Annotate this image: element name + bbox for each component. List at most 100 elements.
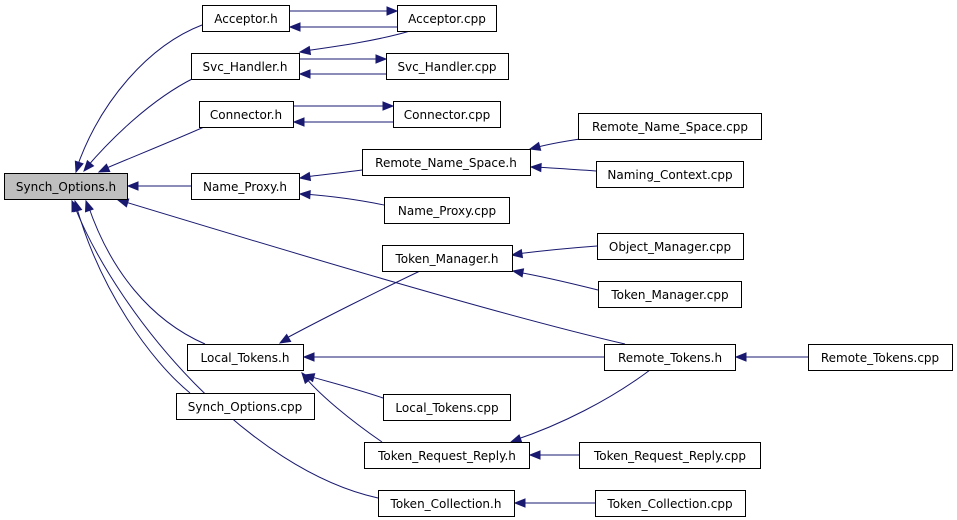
edge-remote-tokens-h-to-token-request-reply-h bbox=[509, 369, 651, 444]
node-connector-cpp[interactable]: Connector.cpp bbox=[393, 101, 501, 128]
edge-line bbox=[516, 271, 599, 291]
nodes-layer: Synch_Options.h Acceptor.h Acceptor.cpp … bbox=[4, 5, 953, 517]
node-remote-tokens-cpp[interactable]: Remote_Tokens.cpp bbox=[808, 344, 953, 371]
edge-token-manager-h-to-local-tokens-h bbox=[278, 270, 421, 344]
edge-line bbox=[75, 204, 191, 394]
node-label: Remote_Name_Space.cpp bbox=[592, 120, 748, 134]
edge-arrowhead bbox=[302, 352, 315, 362]
edge-arrowhead bbox=[510, 248, 524, 259]
node-token-request-reply-cpp[interactable]: Token_Request_Reply.cpp bbox=[579, 442, 761, 469]
node-token-manager-h[interactable]: Token_Manager.h bbox=[382, 245, 513, 272]
node-svc-handler-h[interactable]: Svc_Handler.h bbox=[191, 53, 300, 80]
edge-arrowhead bbox=[382, 101, 395, 111]
node-object-manager-cpp[interactable]: Object_Manager.cpp bbox=[597, 233, 744, 260]
node-label: Token_Manager.cpp bbox=[610, 288, 728, 302]
edge-arrowhead bbox=[509, 434, 523, 444]
node-label: Remote_Name_Space.h bbox=[375, 156, 517, 170]
edge-acceptor-cpp-to-svc-handler-h bbox=[298, 30, 411, 56]
edge-token-request-reply-cpp-to-token-request-reply-h bbox=[528, 450, 579, 460]
edge-arrowhead bbox=[513, 498, 526, 508]
node-name-proxy-cpp[interactable]: Name_Proxy.cpp bbox=[384, 197, 510, 224]
node-token-collection-h[interactable]: Token_Collection.h bbox=[378, 490, 515, 517]
node-remote-name-space-h[interactable]: Remote_Name_Space.h bbox=[362, 149, 531, 176]
edge-arrowhead bbox=[301, 371, 313, 385]
edge-line bbox=[73, 204, 379, 499]
node-label: Token_Request_Reply.h bbox=[377, 449, 516, 463]
node-token-collection-cpp[interactable]: Token_Collection.cpp bbox=[595, 490, 746, 517]
node-label: Svc_Handler.h bbox=[203, 60, 288, 74]
edge-svc-handler-h-to-svc-handler-cpp bbox=[299, 54, 388, 64]
edge-arrowhead bbox=[83, 159, 95, 173]
node-label: Synch_Options.cpp bbox=[188, 400, 302, 414]
edge-local-tokens-cpp-to-local-tokens-h bbox=[302, 373, 384, 399]
node-naming-context-cpp[interactable]: Naming_Context.cpp bbox=[596, 161, 744, 188]
node-synch-options-h[interactable]: Synch_Options.h bbox=[4, 173, 128, 200]
edge-arrowhead bbox=[74, 160, 84, 174]
node-label: Remote_Tokens.h bbox=[618, 351, 722, 365]
edge-local-tokens-h-to-synch-options-h bbox=[84, 199, 206, 345]
edge-line bbox=[101, 126, 205, 171]
edge-line bbox=[87, 204, 206, 345]
node-label: Name_Proxy.cpp bbox=[398, 204, 496, 218]
node-token-manager-cpp[interactable]: Token_Manager.cpp bbox=[598, 281, 742, 308]
edge-arrowhead bbox=[734, 352, 747, 362]
node-label: Token_Collection.cpp bbox=[606, 497, 732, 511]
node-name-proxy-h[interactable]: Name_Proxy.h bbox=[191, 173, 300, 200]
edge-arrowhead bbox=[298, 69, 311, 79]
edge-line bbox=[533, 138, 581, 149]
edge-synch-options-cpp-to-synch-options-h bbox=[73, 199, 191, 394]
edge-naming-context-cpp-to-remote-name-space-h bbox=[529, 162, 597, 173]
edge-line bbox=[307, 375, 384, 399]
node-label: Remote_Tokens.cpp bbox=[821, 351, 939, 365]
node-label: Acceptor.h bbox=[214, 12, 278, 26]
edge-arrowhead bbox=[278, 333, 292, 344]
node-label: Synch_Options.h bbox=[16, 180, 116, 194]
edge-line bbox=[304, 376, 383, 443]
node-acceptor-cpp[interactable]: Acceptor.cpp bbox=[397, 5, 497, 32]
edge-connector-cpp-to-connector-h bbox=[292, 117, 393, 127]
edge-arrowhead bbox=[386, 6, 399, 16]
edge-name-proxy-cpp-to-name-proxy-h bbox=[298, 189, 385, 206]
edge-line bbox=[75, 24, 203, 171]
node-acceptor-h[interactable]: Acceptor.h bbox=[202, 5, 290, 32]
edge-line bbox=[514, 369, 651, 441]
edge-line bbox=[515, 245, 598, 255]
node-label: Token_Manager.h bbox=[394, 252, 498, 266]
node-label: Local_Tokens.h bbox=[201, 351, 290, 365]
node-label: Connector.h bbox=[210, 108, 282, 122]
node-label: Naming_Context.cpp bbox=[607, 168, 732, 182]
node-svc-handler-cpp[interactable]: Svc_Handler.cpp bbox=[386, 53, 509, 80]
node-remote-name-space-cpp[interactable]: Remote_Name_Space.cpp bbox=[578, 113, 762, 140]
node-synch-options-cpp[interactable]: Synch_Options.cpp bbox=[176, 393, 315, 420]
edge-acceptor-cpp-to-acceptor-h bbox=[288, 22, 397, 32]
edge-arrowhead bbox=[298, 45, 312, 56]
edge-arrowhead bbox=[97, 163, 111, 173]
node-label: Token_Collection.h bbox=[390, 497, 502, 511]
node-label: Svc_Handler.cpp bbox=[397, 60, 496, 74]
edge-remote-tokens-h-to-synch-options-h bbox=[116, 198, 626, 345]
edge-arrowhead bbox=[292, 117, 305, 127]
node-local-tokens-h[interactable]: Local_Tokens.h bbox=[187, 344, 304, 371]
edges-layer bbox=[71, 6, 808, 508]
node-label: Object_Manager.cpp bbox=[609, 240, 731, 254]
node-connector-h[interactable]: Connector.h bbox=[199, 101, 294, 128]
edge-arrowhead bbox=[298, 189, 311, 200]
node-token-request-reply-h[interactable]: Token_Request_Reply.h bbox=[364, 442, 530, 469]
node-label: Token_Request_Reply.cpp bbox=[593, 449, 746, 463]
edge-svc-handler-h-to-synch-options-h bbox=[83, 77, 195, 173]
edge-arrowhead bbox=[84, 199, 94, 213]
edge-token-request-reply-h-to-local-tokens-h bbox=[301, 371, 383, 443]
edge-line bbox=[282, 270, 421, 341]
edge-line bbox=[303, 193, 385, 206]
edge-svc-handler-cpp-to-svc-handler-h bbox=[298, 69, 386, 79]
edge-arrowhead bbox=[528, 141, 542, 151]
edge-connector-h-to-synch-options-h bbox=[97, 126, 205, 173]
edge-arrowhead bbox=[298, 171, 312, 182]
node-local-tokens-cpp[interactable]: Local_Tokens.cpp bbox=[383, 394, 511, 421]
node-label: Name_Proxy.h bbox=[203, 180, 287, 194]
edge-arrowhead bbox=[71, 199, 81, 213]
edge-token-collection-h-to-synch-options-h bbox=[71, 199, 379, 499]
node-remote-tokens-h[interactable]: Remote_Tokens.h bbox=[604, 344, 736, 371]
node-label: Acceptor.cpp bbox=[408, 12, 486, 26]
